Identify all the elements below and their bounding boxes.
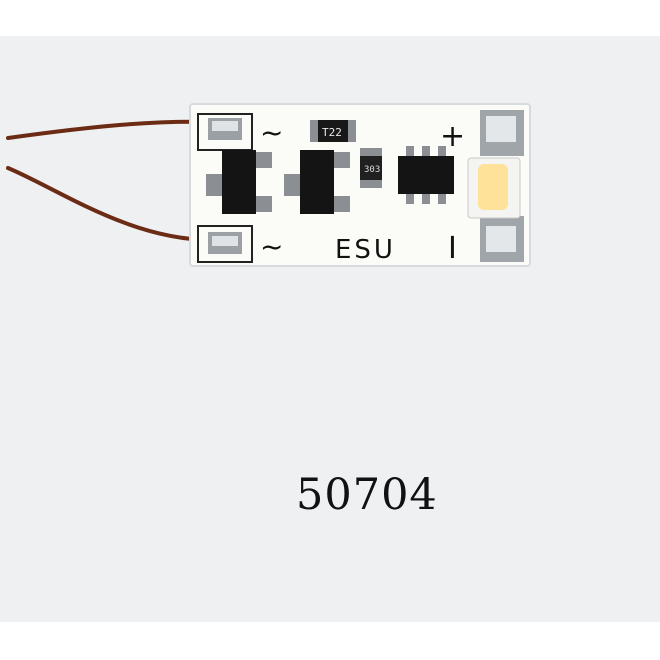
product-photo-stage: ~ ~ + I ESU T22 303 bbox=[0, 36, 660, 622]
resistor-code: T22 bbox=[322, 126, 342, 139]
resistor bbox=[310, 120, 356, 142]
led-module-photo: ~ ~ + I ESU T22 303 bbox=[6, 103, 531, 267]
led bbox=[467, 157, 521, 219]
solder-pad-right-top bbox=[480, 110, 524, 156]
capacitor bbox=[360, 148, 382, 188]
ac-mark-top: ~ bbox=[260, 116, 283, 149]
solder-pad-bottom bbox=[197, 225, 253, 263]
ac-mark-bottom: ~ bbox=[260, 230, 283, 263]
wire-top bbox=[6, 119, 214, 140]
ic-chip-middle bbox=[284, 150, 350, 214]
plus-mark: + bbox=[440, 119, 465, 154]
board-marking: ESU bbox=[335, 235, 396, 265]
cap-code: 303 bbox=[364, 165, 380, 175]
solder-pad-right-bottom bbox=[480, 216, 524, 262]
minus-mark: I bbox=[448, 231, 457, 266]
product-code: 50704 bbox=[296, 470, 438, 520]
ic-chip-left bbox=[206, 150, 272, 214]
driver-chip bbox=[398, 146, 454, 204]
wire-bottom bbox=[6, 166, 214, 242]
